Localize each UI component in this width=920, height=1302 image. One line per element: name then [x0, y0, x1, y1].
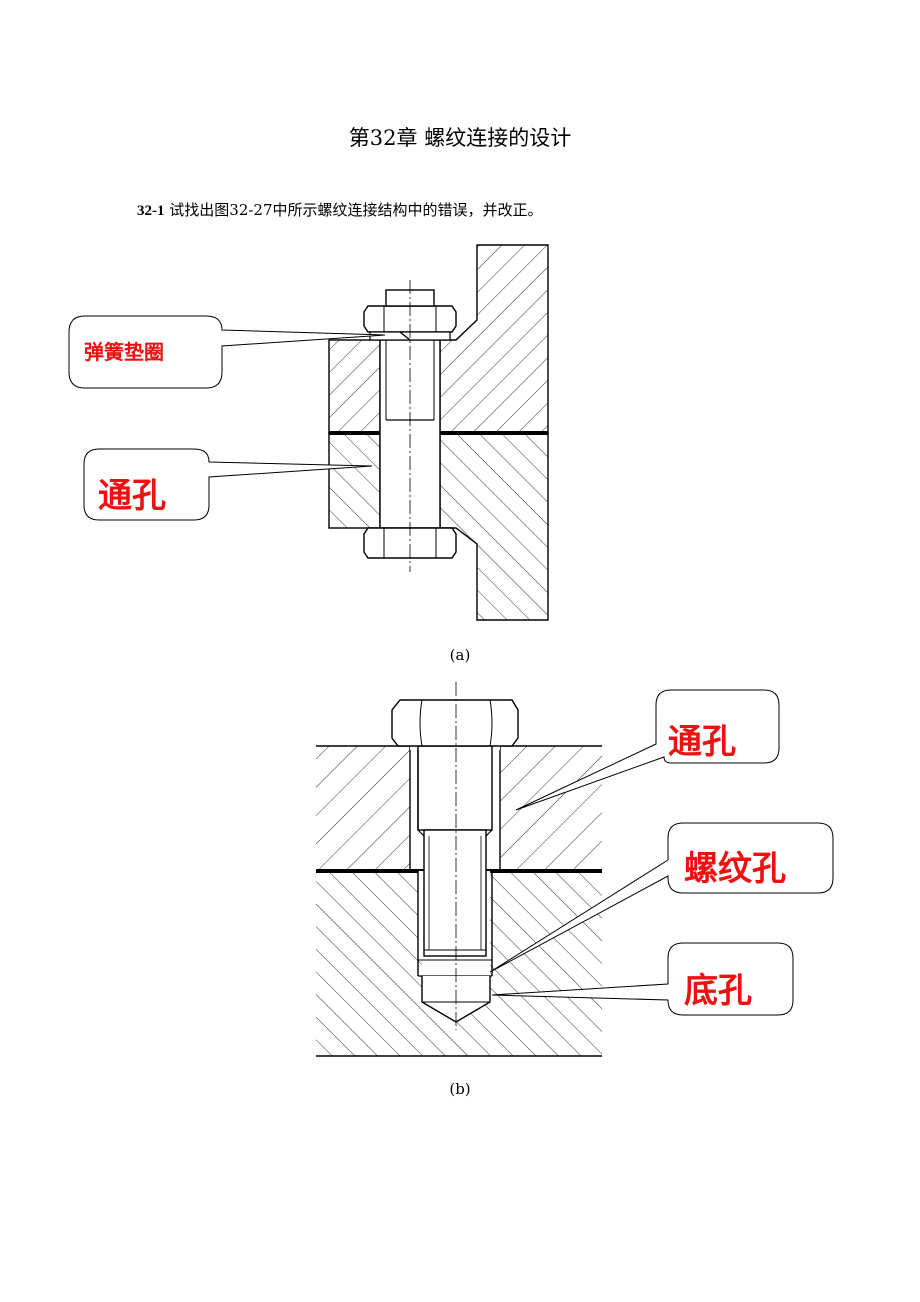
callout-through-hole-b: 通孔	[515, 689, 780, 811]
callout-pilot-hole: 底孔	[491, 942, 794, 1016]
figure-b-drawing: 通孔 螺纹孔 底孔	[316, 682, 834, 1057]
question-line: 32-1 试找出图32-27中所示螺纹连接结构中的错误，并改正。	[137, 199, 543, 220]
label-spring-washer: 弹簧垫圈	[84, 340, 164, 364]
label-pilot-hole: 底孔	[684, 971, 752, 1011]
figure-a-right-part-lower	[439, 432, 549, 621]
callout-threaded-hole: 螺纹孔	[489, 822, 834, 973]
figure-b-bolt	[410, 745, 500, 957]
callout-spring-washer: 弹簧垫圈	[68, 315, 386, 389]
label-through-hole-a: 通孔	[98, 476, 166, 516]
label-through-hole-b: 通孔	[668, 722, 736, 762]
figure-b-upper-plate	[316, 746, 602, 871]
figure-b-caption: (b)	[449, 1080, 471, 1098]
figure-a-drawing: 弹簧垫圈 通孔	[68, 244, 549, 621]
figure-b-bolt-head	[391, 699, 519, 747]
figure-a-left-plate-lower	[328, 432, 381, 529]
label-threaded-hole: 螺纹孔	[684, 849, 786, 889]
figure-a-caption: (a)	[449, 646, 471, 664]
question-text: 试找出图32-27中所示螺纹连接结构中的错误，并改正。	[169, 201, 543, 219]
callout-through-hole-a: 通孔	[83, 448, 373, 521]
question-number: 32-1	[137, 203, 165, 219]
figure-a-right-part-upper	[439, 244, 549, 434]
chapter-title: 第32章 螺纹连接的设计	[348, 126, 572, 150]
figure-a-bolt-head	[363, 527, 457, 559]
figure-a-left-plate-upper	[328, 339, 381, 434]
